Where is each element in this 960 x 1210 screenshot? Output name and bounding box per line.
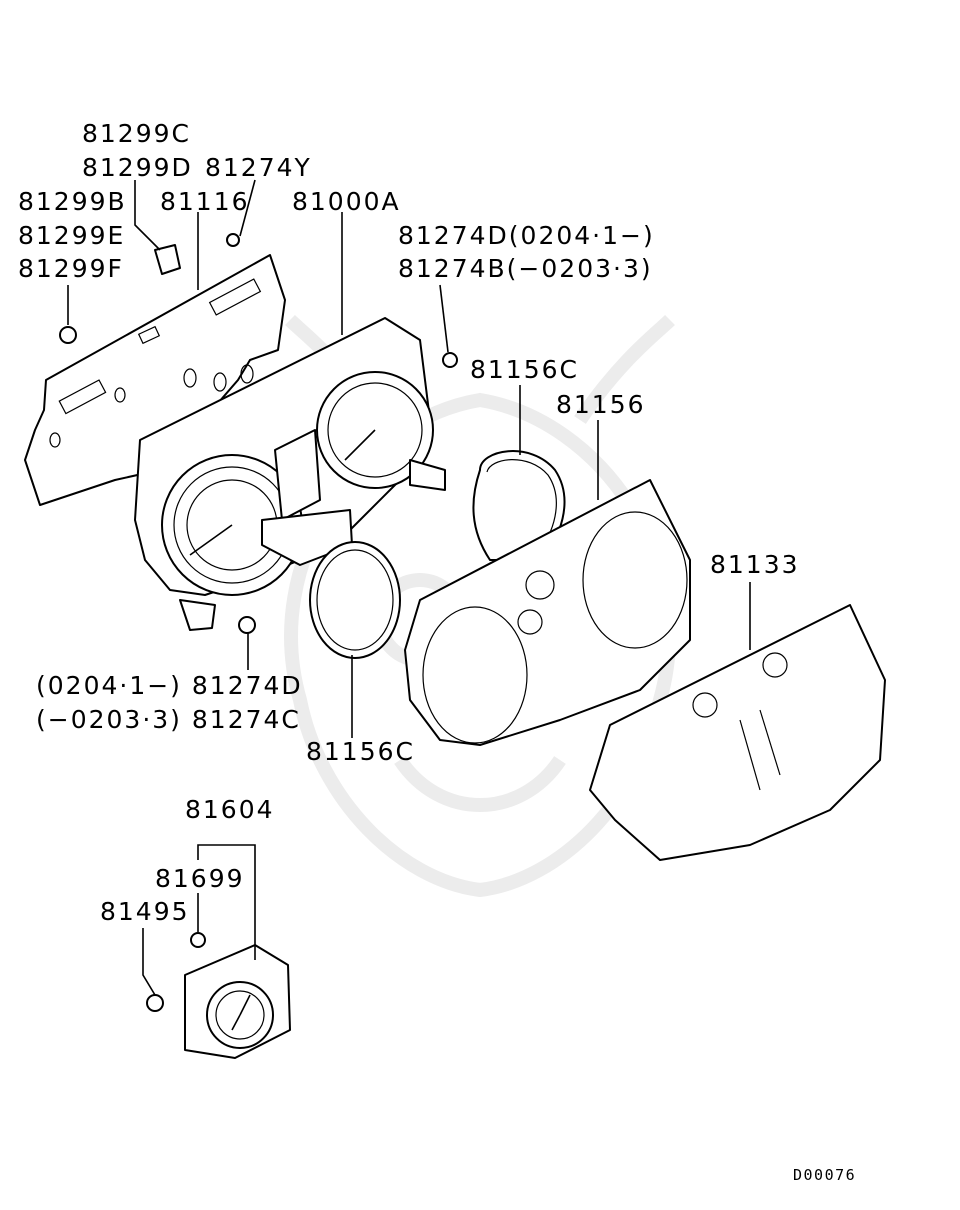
bulb-socket-81299f — [59, 326, 77, 344]
label-81133: 81133 — [710, 550, 800, 579]
clock-assembly — [184, 944, 291, 1059]
label-81299f: 81299F — [18, 254, 124, 283]
label-81299c: 81299C — [82, 119, 191, 148]
label-81299b: 81299B — [18, 187, 127, 216]
label-81156c-top: 81156C — [470, 355, 579, 384]
bulb-81699 — [190, 932, 206, 948]
label-81604: 81604 — [185, 795, 275, 824]
printed-circuit-board — [24, 254, 286, 506]
label-81299d: 81299D — [82, 153, 193, 182]
label-81274y: 81274Y — [205, 153, 312, 182]
meter-case — [404, 479, 691, 746]
label-81274b: 81274B(−0203·3) — [398, 254, 653, 283]
screw-81274d-top — [442, 352, 458, 368]
meter-lens-window — [589, 604, 886, 861]
label-81116: 81116 — [160, 187, 250, 216]
diagram-code: D00076 — [793, 1166, 856, 1184]
part-labels: 81299C 81299D 81274Y 81299B 81116 81000A… — [18, 119, 856, 1184]
screw-81274y — [226, 233, 240, 247]
screw-81274d-left — [238, 616, 256, 634]
gauge-ring-lower — [309, 541, 401, 659]
label-81156c-bottom: 81156C — [306, 737, 415, 766]
combination-meter-assembly — [134, 317, 446, 631]
screws-and-bulbs — [59, 233, 458, 1012]
label-81000a: 81000A — [292, 187, 401, 216]
label-81299e: 81299E — [18, 221, 125, 250]
label-81699: 81699 — [155, 864, 245, 893]
label-81156: 81156 — [556, 390, 646, 419]
bulb-81299d — [154, 244, 181, 275]
label-81274d-left: (0204·1−) 81274D — [36, 671, 303, 700]
label-81495: 81495 — [100, 897, 190, 926]
label-81274c: (−0203·3) 81274C — [36, 705, 301, 734]
label-81274d-top: 81274D(0204·1−) — [398, 221, 655, 250]
screw-81495 — [146, 994, 164, 1012]
leader-lines — [67, 179, 751, 996]
